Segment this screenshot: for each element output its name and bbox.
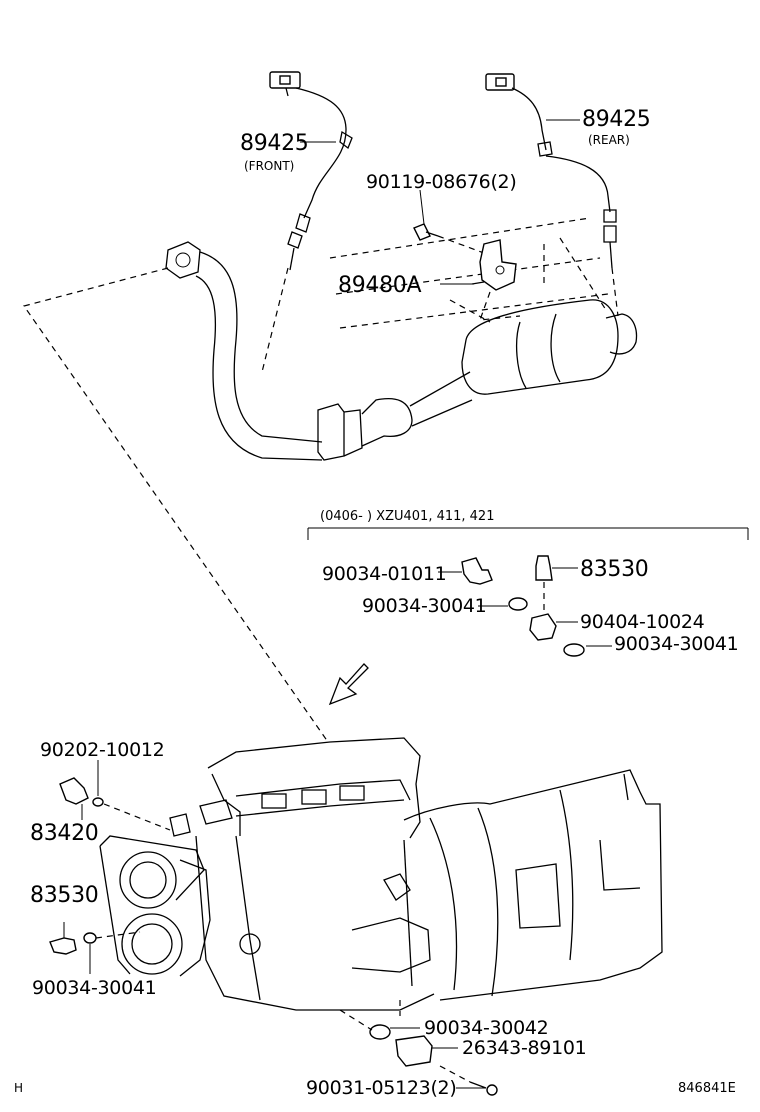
option-range-note: (0406- ) XZU401, 411, 421 [320,509,494,524]
option-box [307,527,749,540]
plug-part-number[interactable]: 90202-10012 [40,739,165,761]
left-parts-illustration[interactable] [49,760,171,974]
option-bolt-part-number[interactable]: 90034-01011 [322,563,447,585]
exhaust-pipe-assembly [165,217,638,461]
bolt-part-number[interactable]: 90119-08676(2) [366,171,517,193]
bottom-parts-illustration[interactable] [339,1009,498,1096]
drawing-number: 846841E [678,1081,736,1096]
left-top-switch-part-number[interactable]: 83420 [30,821,99,846]
front-sensor-note: (FRONT) [244,159,294,173]
engine-block-illustration [99,737,663,1016]
option-gasket-a-part-number[interactable]: 90034-30041 [362,595,487,617]
rear-sensor-part-number[interactable]: 89425 [582,107,651,132]
left-switch-part-number[interactable]: 83530 [30,883,99,908]
front-sensor-part-number[interactable]: 89425 [240,131,309,156]
option-union-part-number[interactable]: 90404-10024 [580,611,705,633]
option-parts-illustration[interactable] [438,555,612,657]
bottom-sensor-part-number[interactable]: 26343-89101 [462,1037,587,1059]
bolt-and-bracket-illustration[interactable] [413,223,521,321]
front-oxygen-sensor-illustration[interactable] [261,71,353,373]
rear-oxygen-sensor-illustration[interactable] [485,73,619,317]
option-switch-part-number[interactable]: 83530 [580,557,649,582]
top-leader-lines [300,119,580,285]
bottom-gasket-part-number[interactable]: 90034-30042 [424,1017,549,1039]
bottom-bolt-part-number[interactable]: 90031-05123(2) [306,1077,457,1099]
direction-arrow [328,663,369,706]
left-gasket-part-number[interactable]: 90034-30041 [32,977,157,999]
dashed-leader-to-engine [23,267,329,743]
corner-mark: H [14,1081,23,1095]
bracket-part-number[interactable]: 89480A [338,273,422,298]
rear-sensor-note: (REAR) [588,133,630,147]
option-gasket-b-part-number[interactable]: 90034-30041 [614,633,739,655]
